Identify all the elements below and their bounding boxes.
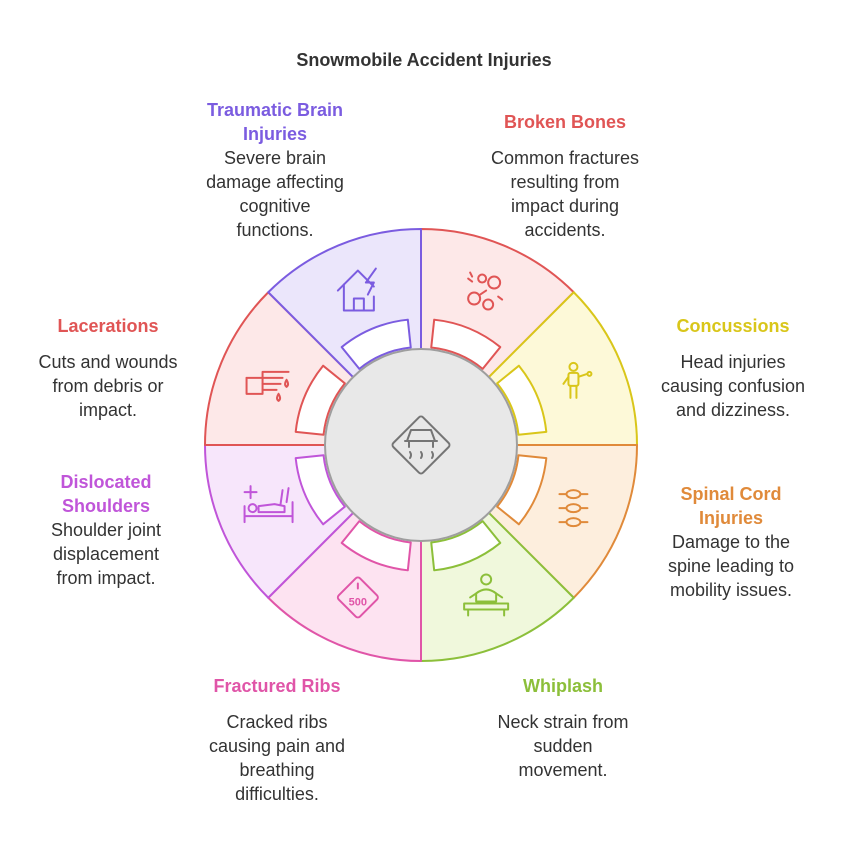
svg-text:500: 500 (349, 596, 367, 608)
hospital-bed-icon (243, 485, 294, 524)
tab-traumatic-brain-injuries (340, 318, 412, 370)
segment-title: Broken Bones (503, 112, 627, 132)
segment-title: Concussions (676, 316, 790, 336)
house-lightning-icon (336, 267, 377, 312)
segment-title: Fractured Ribs (213, 676, 341, 696)
segment-title: Lacerations (57, 316, 159, 336)
tab-concussions (496, 364, 548, 436)
bleeding-finger-icon (245, 370, 290, 402)
tab-fractured-ribs (340, 520, 412, 572)
massage-icon (463, 573, 510, 617)
tab-spinal-cord-injuries (496, 454, 548, 526)
tab-broken-bones (430, 318, 502, 370)
warning-500-icon: 500 (336, 576, 379, 619)
diagram-title: Snowmobile Accident Injuries (296, 50, 552, 70)
snowmobile-road-sign-icon (391, 415, 451, 475)
tab-whiplash (430, 520, 502, 572)
segment-title: Whiplash (523, 676, 603, 696)
fracture-icon (467, 271, 504, 311)
injured-person-icon (562, 361, 593, 399)
tab-lacerations (294, 364, 346, 436)
tab-dislocated-shoulders (294, 454, 346, 526)
center-hub (324, 348, 518, 542)
spine-icon (558, 489, 589, 528)
